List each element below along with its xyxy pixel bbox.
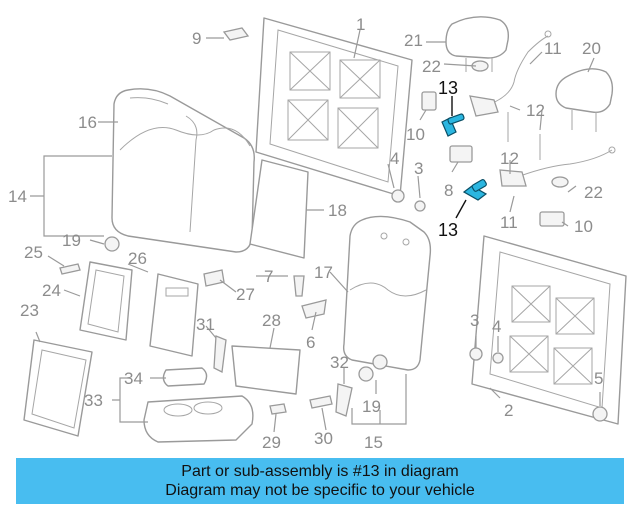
callout-34: 34 — [124, 369, 143, 388]
callout-11: 11 — [544, 39, 562, 58]
clip-part — [222, 27, 250, 41]
callout-18: 18 — [328, 201, 347, 220]
callout-labels: 9 1 21 11 20 22 16 10 12 4 3 12 8 14 18 … — [8, 15, 603, 452]
caption-line-1: Part or sub-assembly is #13 in diagram — [181, 463, 459, 480]
callout-1: 1 — [356, 15, 365, 34]
callout-19: 19 — [362, 397, 381, 416]
housing-part — [149, 273, 199, 357]
headrest-right-part — [555, 68, 614, 132]
callout-20: 20 — [582, 39, 601, 58]
cup-holder-part — [162, 367, 208, 387]
hinge-part — [213, 299, 353, 417]
callout-4: 4 — [390, 149, 399, 168]
leader-lines — [30, 29, 601, 433]
callout-6: 6 — [306, 333, 315, 352]
callout-5: 5 — [594, 369, 603, 388]
bolt-13-lower-part — [462, 179, 488, 201]
latch-part — [469, 95, 541, 187]
callout-13-labels: 13 13 — [438, 78, 458, 240]
grommet-part — [471, 60, 569, 188]
callout-22: 22 — [584, 183, 603, 202]
cable-part — [489, 30, 616, 177]
caption-bar: Part or sub-assembly is #13 in diagram D… — [16, 458, 624, 504]
screw-part — [59, 263, 333, 415]
callout-13-upper: 13 — [438, 78, 458, 98]
callout-16: 16 — [78, 113, 97, 132]
release-button-part — [421, 91, 565, 227]
callout-26: 26 — [128, 249, 147, 268]
callout-11: 11 — [500, 213, 518, 232]
callout-9: 9 — [192, 29, 201, 48]
callout-21: 21 — [404, 31, 423, 50]
headrest-part — [445, 16, 510, 72]
cover-panel-part — [249, 159, 309, 259]
callout-22: 22 — [422, 57, 441, 76]
callout-3: 3 — [470, 311, 479, 330]
seat-back-cover-part — [111, 88, 255, 253]
callout-24: 24 — [42, 281, 61, 300]
callout-8: 8 — [444, 181, 453, 200]
callout-4: 4 — [492, 317, 501, 336]
callout-7: 7 — [264, 267, 273, 286]
armrest-frame-part — [79, 261, 133, 341]
seat-back-frame-lower-part — [471, 235, 627, 425]
callout-10: 10 — [406, 125, 425, 144]
callout-19: 19 — [62, 231, 81, 250]
callout-10: 10 — [574, 217, 593, 236]
callout-32: 32 — [330, 353, 349, 372]
bracket-part — [449, 145, 473, 163]
washer-part — [104, 236, 388, 382]
callout-12: 12 — [526, 101, 545, 120]
callout-14: 14 — [8, 187, 27, 206]
callout-27: 27 — [236, 285, 255, 304]
leader-13-lines — [451, 96, 467, 219]
caption-line-2: Diagram may not be specific to your vehi… — [165, 482, 475, 499]
callout-15: 15 — [364, 433, 383, 452]
callout-30: 30 — [314, 429, 333, 448]
callout-23: 23 — [20, 301, 39, 320]
callout-17: 17 — [314, 263, 333, 282]
callout-3: 3 — [414, 159, 423, 178]
bolt-13-upper-part — [441, 113, 465, 137]
callout-12: 12 — [500, 149, 519, 168]
callout-28: 28 — [262, 311, 281, 330]
parts-diagram: 9 1 21 11 20 22 16 10 12 4 3 12 8 14 18 … — [8, 15, 627, 452]
callout-13-lower: 13 — [438, 220, 458, 240]
armrest-panel-part — [23, 339, 93, 437]
armrest-part — [143, 395, 254, 443]
callout-25: 25 — [24, 243, 43, 262]
callout-31: 31 — [196, 315, 215, 334]
callout-29: 29 — [262, 433, 281, 452]
callout-33: 33 — [84, 391, 103, 410]
callout-2: 2 — [504, 401, 513, 420]
seat-back-cover-right-part — [342, 215, 432, 371]
